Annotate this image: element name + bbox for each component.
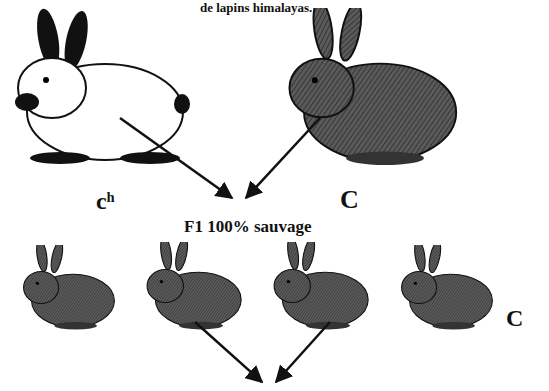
cross-arrow [246,118,320,198]
genotype-label: C [340,186,359,215]
genotype-label: cʰ [96,188,114,214]
f1-rabbit [402,239,493,329]
genotype-label: C [506,305,523,331]
generation-label: F1 100% sauvage [184,218,312,237]
f1-rabbit [274,236,368,329]
caption-text: de lapins himalayas. [200,1,312,15]
wild-rabbit [289,0,456,165]
cross-arrow [195,322,262,382]
cross-arrow [276,322,330,382]
f1-rabbit [24,239,115,329]
himalayan-rabbit [15,7,190,164]
f1-rabbit [147,236,241,329]
cross-arrow [120,118,232,198]
